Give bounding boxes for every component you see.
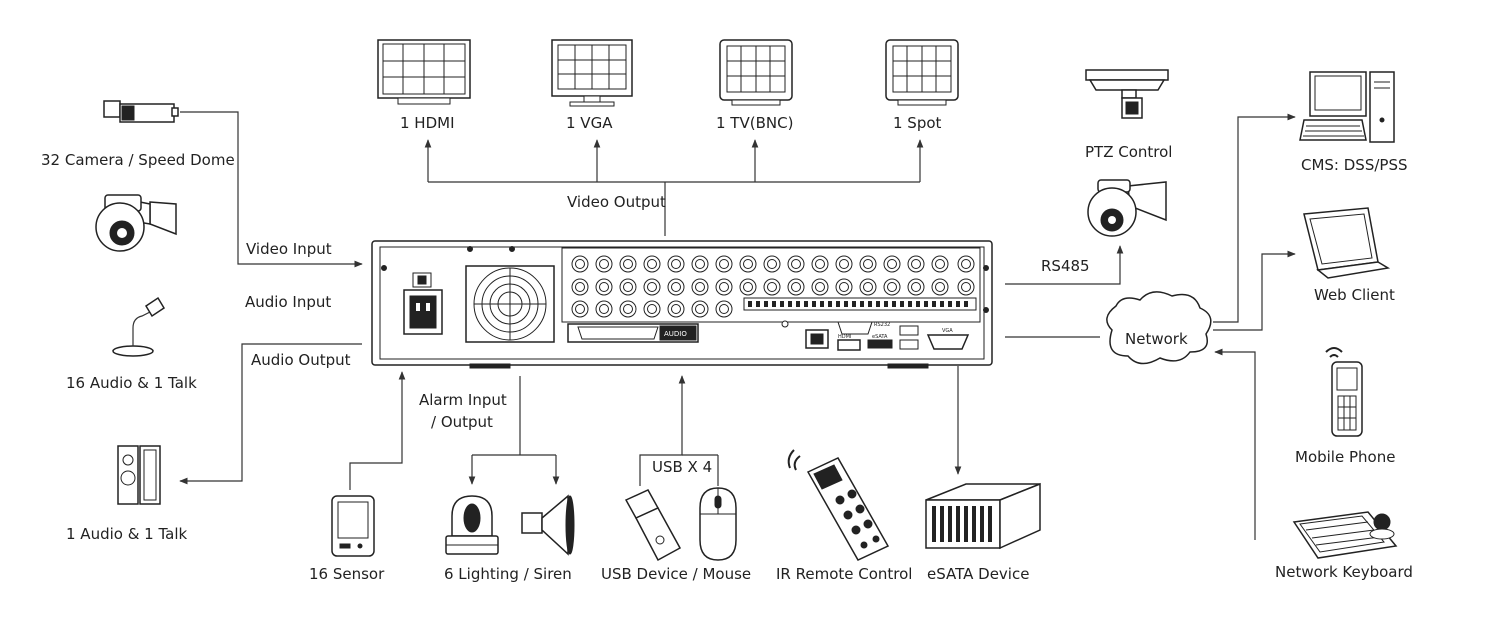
audio-talk-1-label: 1 Audio & 1 Talk (66, 525, 188, 543)
audio-port-label: AUDIO (664, 330, 687, 338)
ir-remote-icon (787, 449, 890, 561)
hdmi-port-label: HDMI (838, 334, 851, 340)
usb-device-mouse-label: USB Device / Mouse (601, 565, 751, 583)
hdmi-monitor-icon (377, 39, 471, 105)
video-input-label: Video Input (246, 240, 332, 258)
video-output-label: Video Output (567, 193, 666, 211)
network-keyboard-icon (1292, 511, 1398, 559)
sensor-icon (331, 495, 375, 557)
mouse-icon (699, 487, 737, 561)
rs232-port-label: RS232 (874, 322, 890, 328)
usb-x4-label: USB X 4 (652, 458, 712, 476)
vga-port-label: VGA (942, 328, 953, 334)
web-client-label: Web Client (1314, 286, 1395, 304)
ptz-camera-icon (1085, 69, 1169, 119)
mobile-phone-label: Mobile Phone (1295, 448, 1395, 466)
wall-dome-camera-icon (1087, 179, 1167, 237)
vga-monitor-icon (551, 39, 633, 107)
mobile-phone-icon (1325, 347, 1363, 437)
cms-label: CMS: DSS/PSS (1301, 156, 1408, 174)
alarm-io-label-line2: / Output (431, 413, 493, 431)
tv-bnc-label: 1 TV(BNC) (716, 114, 793, 132)
spot-monitor-icon (885, 39, 959, 106)
esata-port-label: eSATA (872, 334, 888, 340)
alarm-io-label-line1: Alarm Input (419, 391, 507, 409)
vga-label: 1 VGA (566, 114, 613, 132)
siren-icon (521, 494, 575, 556)
camera-label: 32 Camera / Speed Dome (41, 151, 235, 169)
esata-device-label: eSATA Device (927, 565, 1029, 583)
dvr-rear-panel: AUDIO RS232 HDMI eSATA VGA (371, 240, 993, 369)
connector-lines (179, 111, 1296, 540)
rs485-label: RS485 (1041, 257, 1090, 275)
cms-computer-icon (1299, 71, 1395, 143)
box-camera-icon (103, 100, 179, 123)
spot-label: 1 Spot (893, 114, 942, 132)
network-keyboard-label: Network Keyboard (1275, 563, 1413, 581)
lighting-siren-label: 6 Lighting / Siren (444, 565, 572, 583)
esata-storage-icon (925, 482, 1041, 550)
alarm-light-icon (445, 495, 499, 555)
network-cloud-icon (1106, 291, 1212, 365)
network-label: Network (1125, 330, 1188, 348)
audio-talk-16-label: 16 Audio & 1 Talk (66, 374, 197, 392)
audio-output-label: Audio Output (251, 351, 351, 369)
laptop-icon (1303, 207, 1391, 279)
usb-stick-icon (624, 489, 682, 562)
hdmi-label: 1 HDMI (400, 114, 455, 132)
microphone-icon (112, 296, 166, 357)
ptz-control-label: PTZ Control (1085, 143, 1172, 161)
audio-input-label: Audio Input (245, 293, 331, 311)
sensor-label: 16 Sensor (309, 565, 385, 583)
tv-monitor-icon (719, 39, 793, 106)
speed-dome-icon (95, 194, 177, 252)
speakers-icon (117, 445, 161, 505)
ir-remote-label: IR Remote Control (776, 565, 912, 583)
